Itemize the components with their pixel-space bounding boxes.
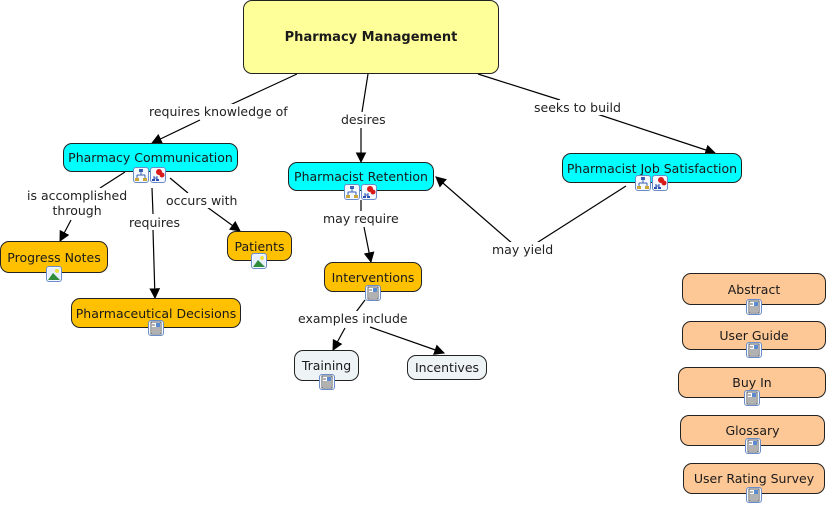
link-line xyxy=(229,73,298,106)
link-line xyxy=(435,176,514,245)
link-line xyxy=(363,226,375,264)
link-line xyxy=(151,119,201,144)
link-line xyxy=(206,206,241,232)
link-line xyxy=(369,326,446,355)
node-label: Interventions xyxy=(331,269,415,285)
node-label: Incentives xyxy=(414,360,480,375)
concept-map-icon[interactable] xyxy=(635,175,651,191)
node-label: Pharmaceutical Decisions xyxy=(75,305,237,321)
node-label: Pharmacist Retention xyxy=(294,169,428,184)
node-resource-icons xyxy=(133,167,166,183)
link-label-desires: desires xyxy=(340,112,387,127)
node-label: Patients xyxy=(234,238,285,254)
resource-label: Buy In xyxy=(732,375,772,390)
resource-label: User Guide xyxy=(719,328,789,343)
node-resource-icons xyxy=(365,285,381,301)
cmap-link-icon[interactable] xyxy=(652,175,668,191)
link-label-may-require: may require xyxy=(322,211,400,226)
link-label-seeks-to-build: seeks to build xyxy=(533,100,622,115)
cmap-link-icon[interactable] xyxy=(150,167,166,183)
node-label: Progress Notes xyxy=(7,249,101,265)
link-line xyxy=(149,229,161,300)
node-pharmacist-job-satisfaction[interactable]: Pharmacist Job Satisfaction xyxy=(562,153,742,183)
link-line xyxy=(477,73,561,101)
link-label-is-accomplished-through: is accomplished through xyxy=(26,188,129,218)
node-label: Pharmacy Management xyxy=(284,29,458,45)
document-icon[interactable] xyxy=(746,342,762,358)
link-line xyxy=(169,177,189,194)
link-label-examples-include: examples include xyxy=(297,311,409,326)
resource-label: User Rating Survey xyxy=(693,471,815,486)
link-line xyxy=(596,113,717,156)
node-resource-icons xyxy=(635,175,668,191)
node-resource-icons xyxy=(251,253,267,269)
link-line xyxy=(59,219,72,242)
node-resource-icons xyxy=(319,374,335,390)
document-icon[interactable] xyxy=(746,487,762,503)
node-label: Pharmacist Job Satisfaction xyxy=(566,160,738,176)
resource-glossary[interactable]: Glossary xyxy=(680,415,825,446)
link-line xyxy=(355,299,366,313)
resource-label: Glossary xyxy=(725,423,780,438)
link-line xyxy=(99,171,126,189)
concept-map-icon[interactable] xyxy=(133,167,149,183)
link-label-requires-knowledge-of: requires knowledge of xyxy=(148,104,289,119)
node-resource-icons xyxy=(148,320,164,336)
link-line xyxy=(151,187,154,215)
resource-label: Abstract xyxy=(727,281,781,297)
cmap-link-icon[interactable] xyxy=(361,184,377,200)
node-resource-icons xyxy=(46,266,62,282)
image-icon[interactable] xyxy=(251,253,267,269)
document-icon[interactable] xyxy=(148,320,164,336)
document-icon[interactable] xyxy=(744,390,760,406)
image-icon[interactable] xyxy=(46,266,62,282)
link-line xyxy=(332,327,346,351)
node-label: Pharmacy Communication xyxy=(68,150,233,165)
link-line xyxy=(361,73,369,113)
link-label-occurs-with: occurs with xyxy=(165,193,239,208)
link-label-requires: requires xyxy=(128,215,181,230)
document-icon[interactable] xyxy=(319,374,335,390)
document-icon[interactable] xyxy=(365,285,381,301)
node-incentives[interactable]: Incentives xyxy=(407,355,487,380)
node-pharmacy-management[interactable]: Pharmacy Management xyxy=(243,0,499,74)
concept-map-icon[interactable] xyxy=(344,184,360,200)
document-icon[interactable] xyxy=(745,438,761,454)
link-label-may-yield: may yield xyxy=(491,242,555,257)
document-icon[interactable] xyxy=(746,299,762,315)
link-line xyxy=(534,185,627,245)
node-progress-notes[interactable]: Progress Notes xyxy=(0,241,108,273)
node-resource-icons xyxy=(344,184,377,200)
node-label: Training xyxy=(301,358,352,373)
